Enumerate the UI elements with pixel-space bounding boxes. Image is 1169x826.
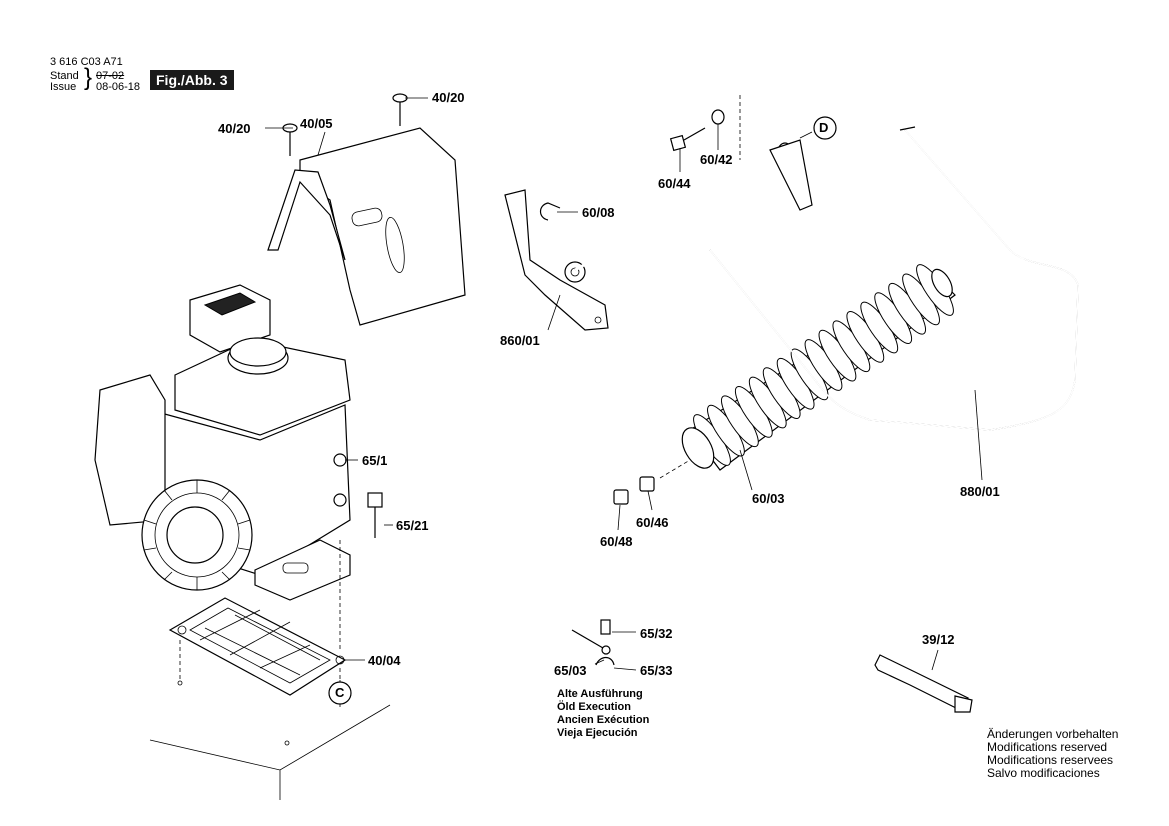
disclaimer-en: Modifications reserved bbox=[987, 740, 1108, 754]
callout-60-42: 60/42 bbox=[700, 152, 733, 167]
old-date: 07-02 bbox=[96, 70, 125, 82]
figure-label: Fig./Abb. 3 bbox=[150, 70, 234, 90]
old-version-note-es: Vieja Ejecución bbox=[557, 727, 638, 739]
engine bbox=[94, 284, 351, 601]
callout-65-21: 65/21 bbox=[396, 518, 429, 533]
brace-icon: } bbox=[84, 64, 93, 91]
leader-lines bbox=[265, 97, 983, 688]
belt-guard bbox=[267, 127, 466, 326]
old-version-note-en: Öld Execution bbox=[557, 701, 631, 713]
callout-60-08: 60/08 bbox=[582, 205, 615, 220]
old-version-note-de: Alte Ausführung bbox=[557, 688, 643, 700]
marker-d-circle bbox=[813, 116, 837, 140]
washer-60-42 bbox=[711, 109, 725, 125]
callout-60-48: 60/48 bbox=[600, 534, 633, 549]
old-version-note-fr: Ancien Exécution bbox=[557, 714, 650, 726]
callout-860-01: 860/01 bbox=[500, 333, 540, 348]
callout-65-33: 65/33 bbox=[640, 663, 673, 678]
disclaimer-fr: Modifications reservees bbox=[987, 753, 1114, 767]
axle-bracket bbox=[504, 95, 813, 331]
callout-40-04: 40/04 bbox=[368, 653, 401, 668]
marker-c: C bbox=[335, 685, 345, 700]
disclaimer-es: Salvo modificaciones bbox=[987, 766, 1100, 780]
document-number: 3 616 C03 A71 bbox=[50, 56, 123, 68]
issue-date: 08-06-18 bbox=[96, 81, 141, 93]
bolt-65-21 bbox=[367, 492, 383, 538]
hex-key bbox=[874, 654, 973, 713]
handle bbox=[709, 126, 1079, 431]
callout-60-03: 60/03 bbox=[752, 491, 785, 506]
callout-880-01: 880/01 bbox=[960, 484, 1000, 499]
hook-60-08 bbox=[539, 202, 561, 221]
bolt-60-44 bbox=[669, 127, 706, 152]
old-version-note: Alte Ausführung Öld Execution Ancien Exé… bbox=[557, 688, 649, 740]
callout-40-20-right: 40/20 bbox=[432, 90, 465, 105]
bolt-60-48 bbox=[613, 489, 629, 505]
callout-39-12: 39/12 bbox=[922, 632, 955, 647]
callout-40-20-left: 40/20 bbox=[218, 121, 251, 136]
roller bbox=[659, 264, 956, 479]
bolt-40-20-b bbox=[392, 93, 408, 126]
marker-c-circle bbox=[328, 681, 352, 705]
callout-40-05: 40/05 bbox=[300, 116, 333, 131]
bolt-60-46 bbox=[639, 476, 655, 492]
marker-d: D bbox=[819, 120, 829, 135]
callout-60-44: 60/44 bbox=[658, 176, 691, 191]
callout-60-46: 60/46 bbox=[636, 515, 669, 530]
callout-65-32: 65/32 bbox=[640, 626, 673, 641]
modifications-disclaimer: Änderungen vorbehalten Modifications res… bbox=[987, 728, 1118, 780]
stand-label: Stand bbox=[50, 70, 79, 82]
disclaimer-de: Änderungen vorbehalten bbox=[987, 727, 1119, 741]
bolt-40-20-a bbox=[282, 123, 298, 156]
issue-label: Issue bbox=[50, 81, 77, 93]
old-execution-parts bbox=[571, 619, 615, 666]
callout-65-03: 65/03 bbox=[554, 663, 587, 678]
callout-65-1: 65/1 bbox=[362, 453, 388, 468]
floor-outline bbox=[149, 704, 391, 800]
